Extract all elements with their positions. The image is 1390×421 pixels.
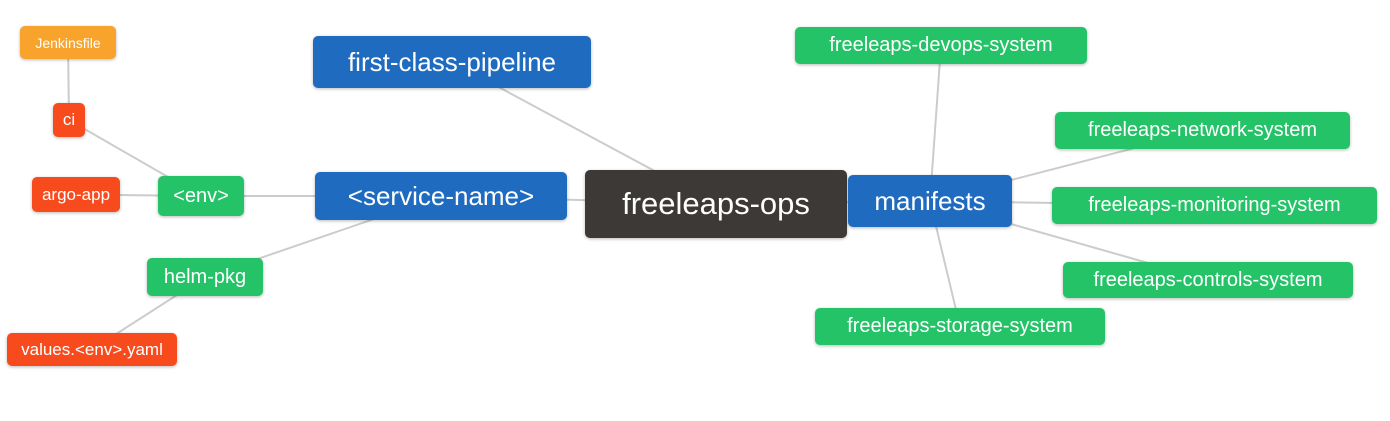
- node-first-class-pipeline[interactable]: first-class-pipeline: [313, 36, 591, 88]
- node-values-env-yaml[interactable]: values.<env>.yaml: [7, 333, 177, 366]
- node-env[interactable]: <env>: [158, 176, 244, 216]
- node-network-system[interactable]: freeleaps-network-system: [1055, 112, 1350, 149]
- node-freeleaps-ops[interactable]: freeleaps-ops: [585, 170, 847, 238]
- node-devops-system[interactable]: freeleaps-devops-system: [795, 27, 1087, 64]
- node-jenkinsfile[interactable]: Jenkinsfile: [20, 26, 116, 59]
- node-service-name[interactable]: <service-name>: [315, 172, 567, 220]
- node-argo-app[interactable]: argo-app: [32, 177, 120, 212]
- node-monitoring-system[interactable]: freeleaps-monitoring-system: [1052, 187, 1377, 224]
- node-storage-system[interactable]: freeleaps-storage-system: [815, 308, 1105, 345]
- node-ci[interactable]: ci: [53, 103, 85, 137]
- node-manifests[interactable]: manifests: [848, 175, 1012, 227]
- node-controls-system[interactable]: freeleaps-controls-system: [1063, 262, 1353, 298]
- node-helm-pkg[interactable]: helm-pkg: [147, 258, 263, 296]
